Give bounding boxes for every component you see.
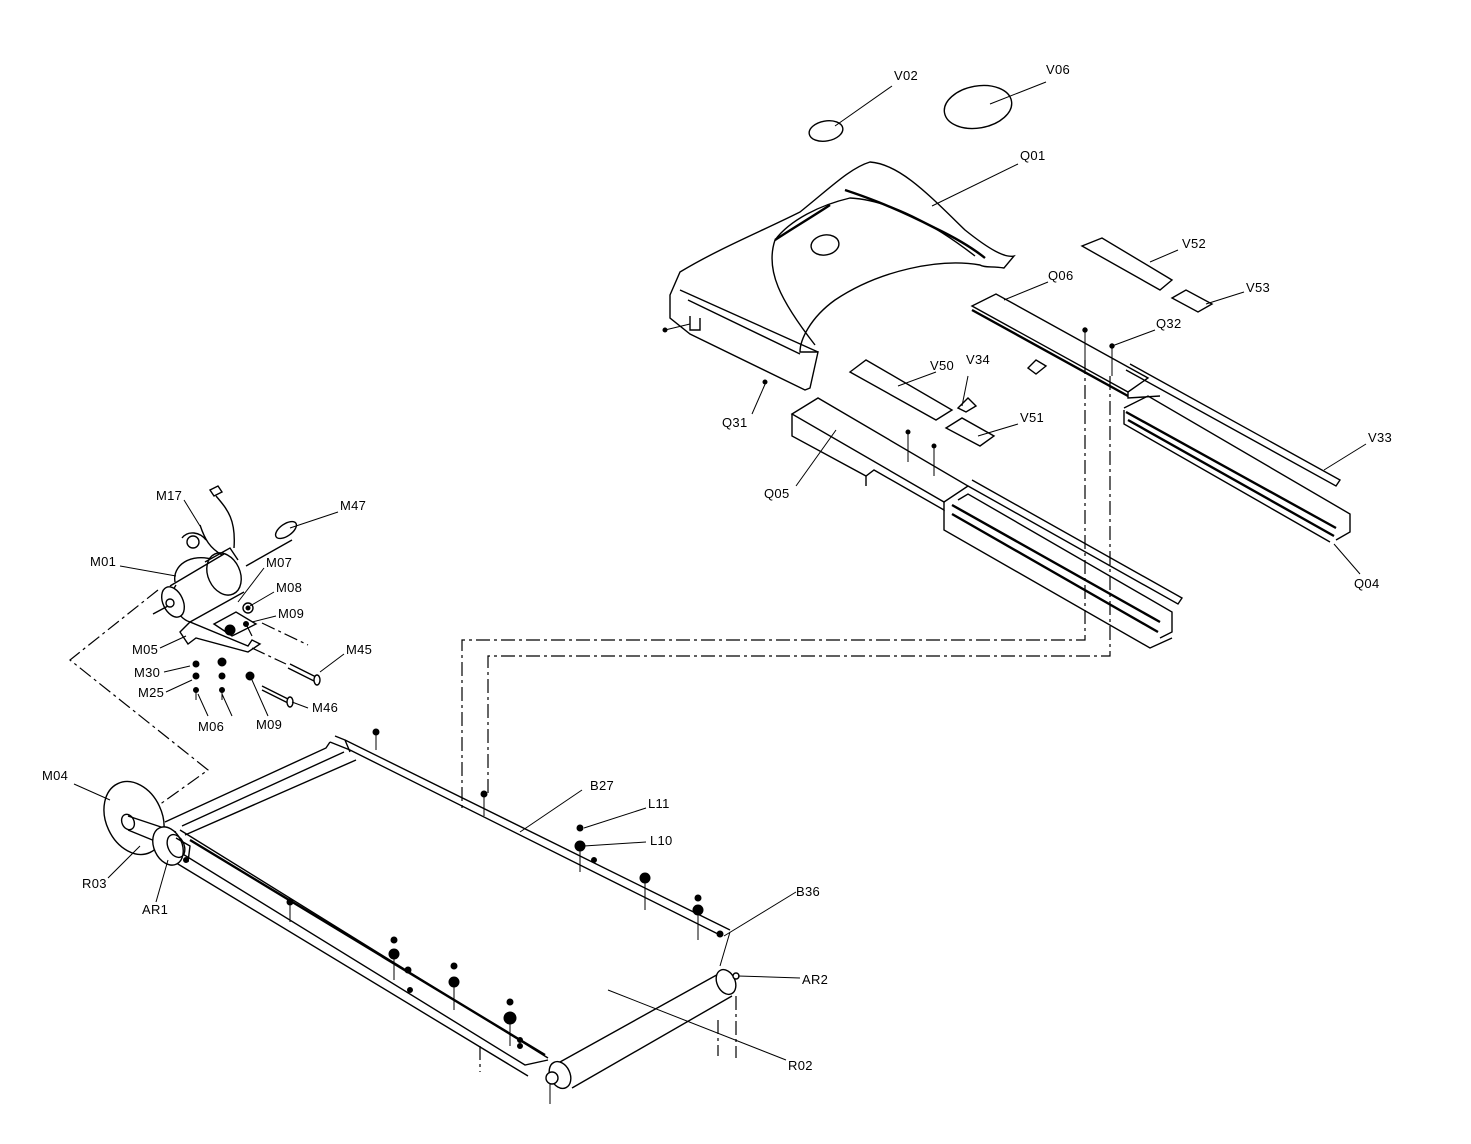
decal-v06 [943, 84, 1013, 130]
label-v02: V02 [894, 68, 918, 83]
label-l11: L11 [648, 796, 670, 811]
decal-v50 [848, 359, 954, 421]
motor-assembly [152, 485, 321, 708]
label-m07: M07 [266, 555, 292, 570]
label-v06: V06 [1046, 62, 1070, 77]
label-q05: Q05 [764, 486, 789, 501]
side-rail-q05 [790, 397, 1184, 649]
label-m05: M05 [132, 642, 158, 657]
motor-hood-q01 [662, 161, 1016, 391]
decal-v51 [944, 417, 996, 447]
label-m25: M25 [138, 685, 164, 700]
side-rail-q04 [1123, 363, 1351, 543]
label-v33: V33 [1368, 430, 1392, 445]
assembly-dash-lines [69, 360, 1111, 1072]
label-m06: M06 [198, 719, 224, 734]
label-v50: V50 [930, 358, 954, 373]
label-v52: V52 [1182, 236, 1206, 251]
label-b27: B27 [590, 778, 614, 793]
label-m17: M17 [156, 488, 182, 503]
label-m04: M04 [42, 768, 68, 783]
base-frame [103, 728, 740, 1104]
label-r03: R03 [82, 876, 107, 891]
label-m01: M01 [90, 554, 116, 569]
label-q06: Q06 [1048, 268, 1073, 283]
decal-v02 [808, 120, 844, 142]
label-m30: M30 [134, 665, 160, 680]
end-cap-q06 [970, 293, 1161, 399]
decal-v53 [1170, 289, 1214, 313]
label-ar2: AR2 [802, 972, 828, 987]
label-m45: M45 [346, 642, 372, 657]
label-q32: Q32 [1156, 316, 1181, 331]
callout-leaders [73, 81, 1367, 1061]
label-v51: V51 [1020, 410, 1044, 425]
label-m47: M47 [340, 498, 366, 513]
label-v53: V53 [1246, 280, 1270, 295]
label-m09-top: M09 [278, 606, 304, 621]
label-ar1: AR1 [142, 902, 168, 917]
label-r02: R02 [788, 1058, 813, 1073]
label-q04: Q04 [1354, 576, 1379, 591]
decal-v52 [1080, 237, 1174, 291]
label-v34: V34 [966, 352, 990, 367]
label-b36: B36 [796, 884, 820, 899]
label-q01: Q01 [1020, 148, 1045, 163]
label-m46: M46 [312, 700, 338, 715]
label-m08: M08 [276, 580, 302, 595]
label-q31: Q31 [722, 415, 747, 430]
callout-labels: V02 V06 Q01 V52 Q06 V53 Q32 V50 V34 V51 … [42, 62, 1392, 1073]
label-m09-bottom: M09 [256, 717, 282, 732]
label-l10: L10 [650, 833, 673, 848]
decal-v34 [956, 359, 1048, 413]
